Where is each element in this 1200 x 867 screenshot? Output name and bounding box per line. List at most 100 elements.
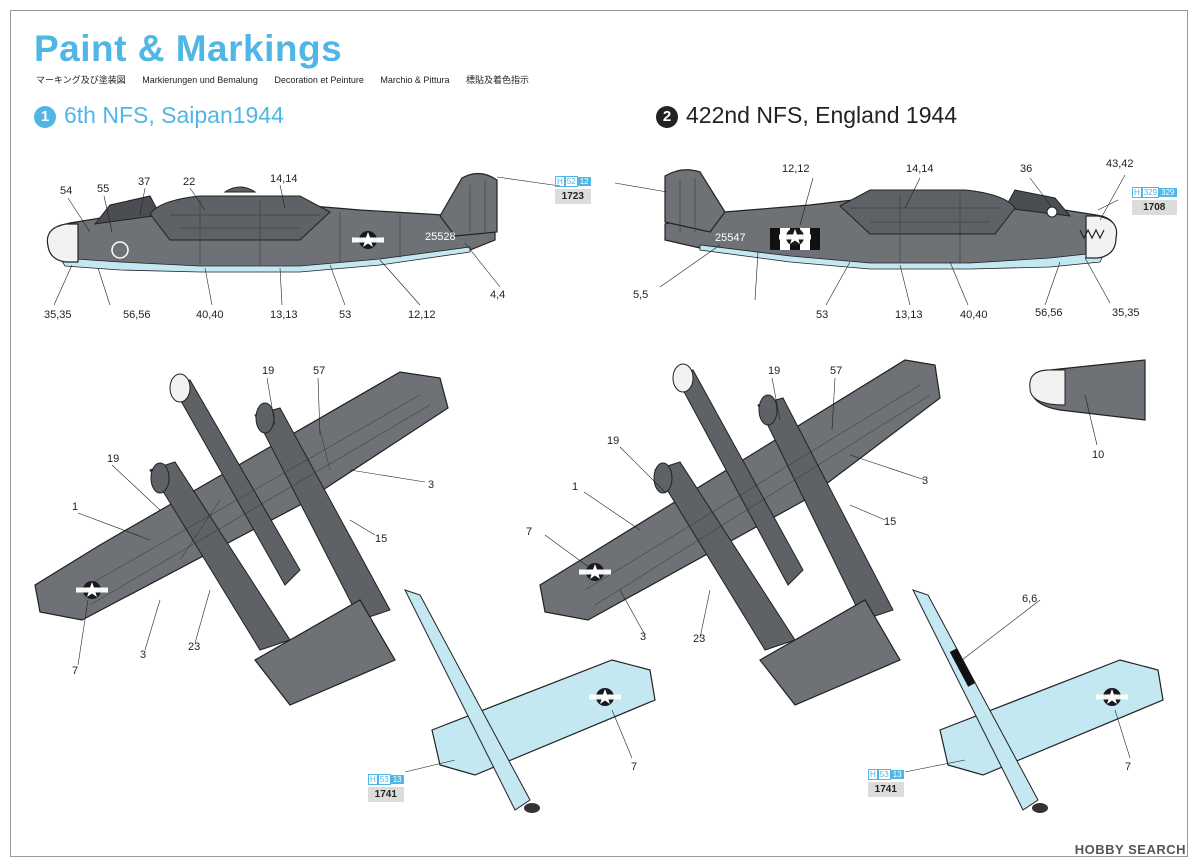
callout-13-13-b: 13,13 [895,309,923,321]
nose-radome-1 [46,223,79,263]
callout-19-d: 19 [607,435,619,447]
subtitle-zh: 標貼及着色指示 [465,75,529,85]
engine-right-2 [758,394,778,426]
callout-22: 22 [183,176,195,188]
underside-2 [699,244,1106,270]
engine-left-2 [653,462,673,494]
callout-7-a: 7 [72,665,78,677]
subtitle-ja: マーキング及び塗装図 [36,75,126,85]
callout-35-35-a: 35,35 [44,309,72,321]
chip-h-code: 329 [1141,187,1160,198]
callout-13-13-a: 13,13 [270,309,298,321]
callout-57-b: 57 [830,365,842,377]
chip-h-code: 53 [877,769,891,780]
under-stripe-black-2 [958,665,976,687]
callout-3-a: 3 [428,479,434,491]
callout-54: 54 [60,185,72,197]
subtitle-fr: Decoration et Peinture [274,75,364,85]
chip-h-label: H [555,176,565,187]
subtitle-de: Markierungen und Bemalung [142,75,258,85]
shark-teeth-2 [1079,228,1105,240]
nacelle-1 [149,195,331,241]
engine-right-1 [255,402,275,434]
nose-radome-2 [1085,215,1118,259]
callout-12-12-a: 12,12 [408,309,436,321]
callout-19-a: 19 [262,365,274,377]
side-view-1: 25528 [46,172,561,306]
top-view-1 [34,371,449,706]
side-view-2: 25547 [614,169,1126,306]
boom-under-2 [912,589,1039,811]
callout-labels: 54 55 37 22 14,14 35,35 56,56 40,40 13,1… [44,158,1140,773]
subtitle-row: マーキング及び塗装図 Markierungen und Bemalung Dec… [36,73,543,86]
watermark: HOBBY SEARCH [1074,842,1186,857]
callout-19-c: 19 [768,365,780,377]
scheme-2-label: 422nd NFS, England 1944 [686,102,958,128]
nose-detail-radome [1029,369,1066,406]
page-title: Paint & Markings [34,28,343,69]
callout-40-40-b: 40,40 [960,309,988,321]
panel-lines-2 [679,178,1000,262]
callout-14-14-a: 14,14 [270,173,298,185]
callout-57-a: 57 [313,365,325,377]
callout-56-56-a: 56,56 [123,309,151,321]
chip-code: 1741 [868,782,904,797]
chip-h-label: H [868,769,878,780]
callout-4-4: 4,4 [490,289,505,301]
callout-53-b: 53 [816,309,828,321]
page-frame [10,10,1188,857]
chip-h-label: H [1132,187,1142,198]
chip-h-code: 53 [377,774,391,785]
callout-35-35-b: 35,35 [1112,307,1140,319]
chip-code: 1708 [1132,200,1177,215]
subtitle-it: Marchio & Pittura [380,75,450,85]
scheme-2-heading: 2 422nd NFS, England 1944 [656,102,957,129]
callout-15-b: 15 [884,516,896,528]
callout-15-a: 15 [375,533,387,545]
invasion-stripe-black-1 [770,228,780,250]
nose-art-1 [111,241,129,259]
tailplane-top-1 [254,599,396,706]
chip-n-code: 13 [390,775,404,784]
chip-h-label: H [368,774,378,785]
nacelle-2 [839,189,1016,235]
panel-lines-1 [170,180,486,265]
callout-19-b: 19 [107,453,119,465]
wing-lines-1 [79,394,431,606]
callout-37: 37 [138,176,150,188]
bottom-view-1 [404,589,656,813]
callout-40-40-a: 40,40 [196,309,224,321]
bottom-view-2 [904,589,1164,813]
nose-detail [1029,359,1146,446]
chip-n-code: 329 [1159,188,1177,197]
callout-23-b: 23 [693,633,705,645]
serial-side-1: 25528 [425,231,456,243]
nose-top-1 [169,373,191,403]
chip-h-code: 52 [564,176,578,187]
callout-43-42: 43,42 [1106,158,1134,170]
top-view-2 [539,359,941,706]
serial-side-2: 25547 [715,232,746,244]
callout-6-6: 6,6 [1022,593,1037,605]
chip-code: 1723 [555,189,591,204]
nose-top-2 [672,363,694,393]
tailplane-top-2 [759,599,901,706]
invasion-stripe-black-3 [810,228,820,250]
engine-left-1 [150,462,170,494]
leaders-under-2 [904,599,1131,773]
callout-7-d: 7 [1125,761,1131,773]
callout-3-b: 3 [140,649,146,661]
callout-3-c: 3 [922,475,928,487]
scheme-2-number: 2 [656,106,678,128]
callout-36: 36 [1020,163,1032,175]
chip-code: 1741 [368,787,404,802]
callout-3-d: 3 [640,631,646,643]
callout-1-b: 1 [572,481,578,493]
wing-under-2 [939,659,1164,776]
chip-n-code: 13 [890,770,904,779]
